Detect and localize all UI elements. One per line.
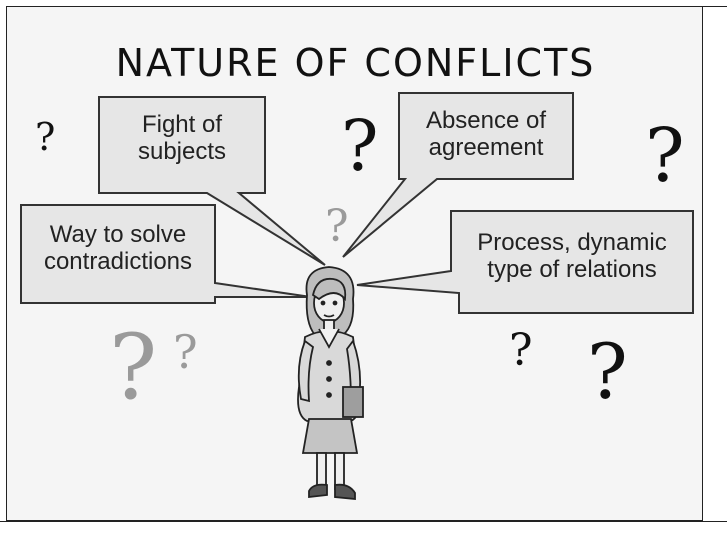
callout-fight: Fight of subjects bbox=[99, 111, 265, 165]
callout-bubble-way bbox=[20, 204, 312, 304]
callout-process: Process, dynamic type of relations bbox=[451, 229, 693, 283]
callout-bubble-absence bbox=[342, 92, 574, 258]
callout-way: Way to solve contradictions bbox=[21, 221, 215, 275]
callout-process-line1: Process, dynamic bbox=[477, 229, 667, 256]
question-mark-icon: ? bbox=[341, 105, 379, 187]
question-mark-icon: ? bbox=[509, 325, 533, 376]
callout-absence: Absence of agreement bbox=[399, 107, 573, 161]
callout-fight-line2: subjects bbox=[137, 138, 227, 165]
diagram-artwork bbox=[20, 92, 694, 500]
callout-bubble-fight bbox=[98, 96, 326, 266]
callout-process-line2: type of relations bbox=[487, 256, 657, 283]
callout-absence-line2: agreement bbox=[428, 134, 544, 161]
callout-absence-line1: Absence of bbox=[425, 107, 547, 134]
slide-frame: NATURE OF CONFLICTS bbox=[6, 6, 703, 521]
question-mark-icon: ? bbox=[35, 115, 56, 159]
question-mark-icon: ? bbox=[325, 201, 349, 252]
question-mark-icon: ? bbox=[109, 315, 158, 420]
page-title: NATURE OF CONFLICTS bbox=[115, 41, 596, 85]
question-mark-icon: ? bbox=[645, 113, 685, 199]
question-mark-icon: ? bbox=[173, 325, 198, 379]
callout-way-line1: Way to solve bbox=[49, 221, 187, 248]
callout-fight-line1: Fight of bbox=[141, 111, 223, 138]
callout-way-line2: contradictions bbox=[43, 248, 193, 275]
question-mark-icon: ? bbox=[587, 327, 628, 416]
callout-bubble-process bbox=[356, 210, 694, 314]
bottom-margin bbox=[0, 521, 727, 542]
woman-figure bbox=[297, 266, 364, 500]
right-margin bbox=[703, 6, 727, 522]
